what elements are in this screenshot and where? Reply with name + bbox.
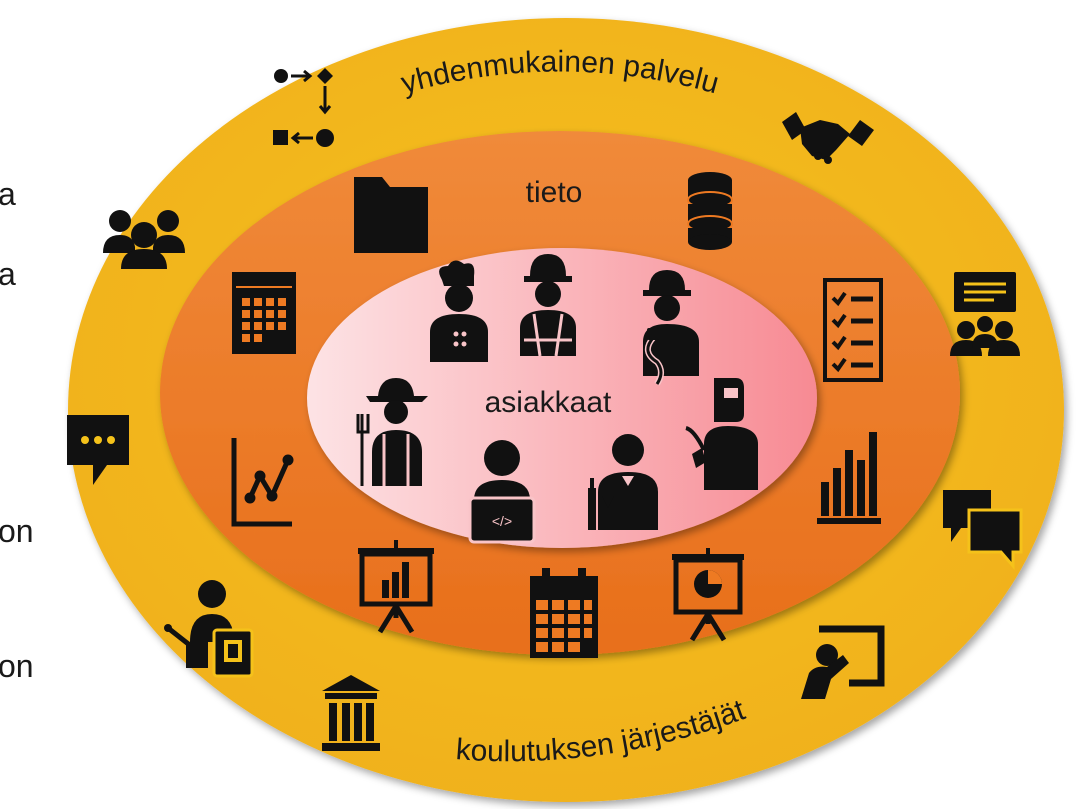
- checklist-icon: [823, 278, 883, 382]
- farmer-icon: [356, 378, 428, 486]
- presentation-pie-icon: [672, 548, 744, 642]
- chat-icon: [67, 415, 129, 485]
- programmer-icon: </>: [468, 440, 536, 544]
- middle-ring-label: tieto: [526, 176, 583, 209]
- clipped-text-3: on: [0, 513, 34, 549]
- clipped-text-4: on: [0, 648, 34, 684]
- construction-worker-icon: [520, 254, 576, 357]
- calendar-grid-icon: [232, 272, 296, 354]
- line-chart-icon: [231, 438, 294, 527]
- electrician-icon: [643, 270, 699, 386]
- whiteboard-teaching-icon: [801, 625, 885, 699]
- center-label: asiakkaat: [485, 386, 612, 419]
- clipped-text-2: a: [0, 256, 16, 292]
- chef-icon: [430, 260, 488, 362]
- institution-icon: [322, 675, 380, 751]
- database-icon: [687, 172, 733, 250]
- folder-icon: [354, 177, 428, 253]
- process-flow-icon: [273, 68, 334, 147]
- calendar-icon: [530, 568, 598, 658]
- presentation-bar-icon: [358, 540, 434, 634]
- group-icon: [103, 210, 185, 269]
- conversation-icon: [943, 490, 1023, 571]
- welder-icon: [685, 378, 758, 490]
- presentation-audience-icon: [950, 272, 1020, 356]
- clipped-text-1: a: [0, 176, 16, 212]
- bar-chart-icon: [817, 432, 881, 524]
- teacher-icon: [164, 580, 254, 678]
- handshake-icon: [782, 112, 874, 164]
- waiter-icon: [588, 434, 658, 530]
- svg-text:</>: </>: [492, 513, 512, 529]
